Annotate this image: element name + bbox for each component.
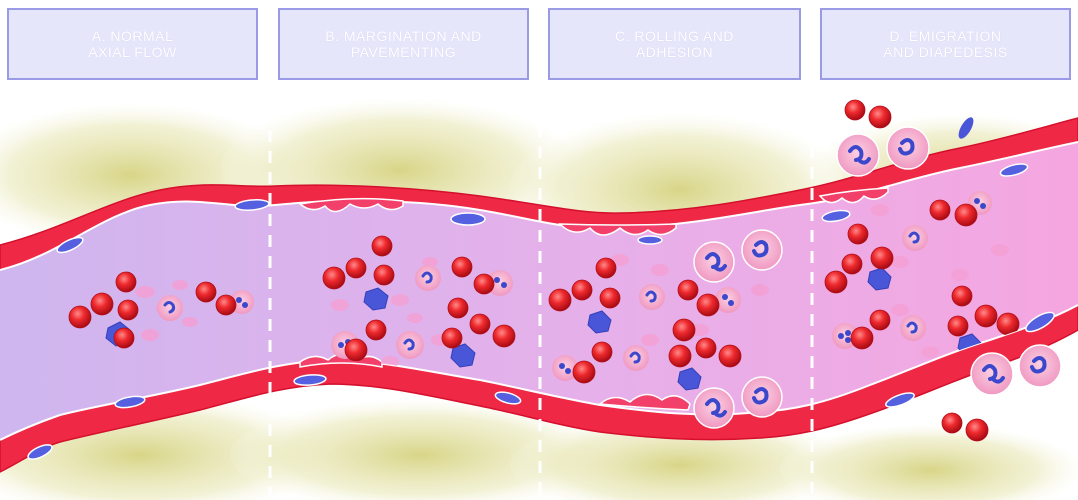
- emigrated-leukocytes: [836, 126, 1062, 396]
- extravasated-platelet: [958, 117, 974, 139]
- extravasated-red-blood-cells: [844, 99, 989, 442]
- endothelial-bumps: [298, 187, 889, 411]
- stage-c-label-box: C. ROLLING AND ADHESION: [548, 8, 801, 80]
- endothelial-lining: [0, 141, 1078, 441]
- stage-d-label-box: D. EMIGRATION AND DIAPEDESIS: [820, 8, 1071, 80]
- stage-a-label-box: A. NORMAL AXIAL FLOW: [7, 8, 258, 80]
- leukocytes-in-lumen: [157, 191, 992, 381]
- stage-d-label: D. EMIGRATION AND DIAPEDESIS: [883, 28, 1008, 60]
- red-blood-cells-in-lumen: [68, 199, 1020, 384]
- endothelial-nuclei: [27, 163, 1055, 460]
- adherent-leukocytes: [693, 229, 783, 429]
- stage-a-label: A. NORMAL AXIAL FLOW: [88, 28, 177, 60]
- stage-c-label: C. ROLLING AND ADHESION: [614, 28, 735, 60]
- stage-b-label-box: B. MARGINATION AND PAVEMENTING: [278, 8, 529, 80]
- platelets: [135, 204, 1009, 368]
- stage-b-label: B. MARGINATION AND PAVEMENTING: [325, 28, 482, 60]
